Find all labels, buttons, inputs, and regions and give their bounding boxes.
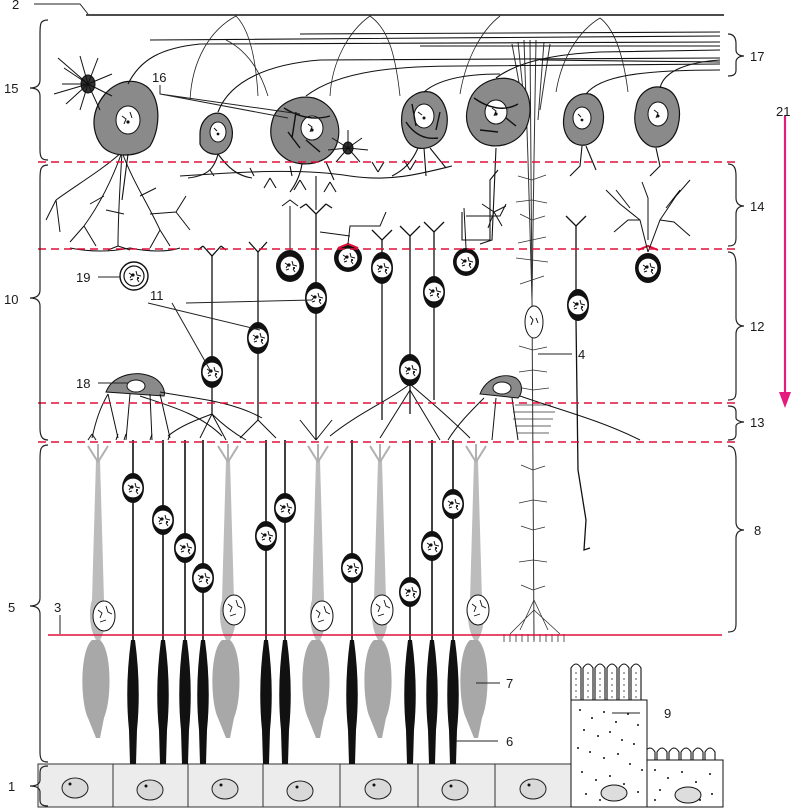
label-8: 8 xyxy=(754,523,761,538)
epithelium-inset xyxy=(571,664,723,807)
label-3: 3 xyxy=(54,600,61,615)
ganglion-cells xyxy=(94,16,720,244)
horizontal-cells xyxy=(88,374,640,440)
label-16: 16 xyxy=(152,70,166,85)
label-13: 13 xyxy=(750,415,764,430)
label-17: 17 xyxy=(750,49,764,64)
label-2: 2 xyxy=(12,0,19,12)
label-18: 18 xyxy=(76,376,90,391)
rod-nuclei xyxy=(122,473,464,607)
direction-arrow xyxy=(779,116,791,408)
label-6: 6 xyxy=(506,734,513,749)
label-14: 14 xyxy=(750,199,764,214)
label-11: 11 xyxy=(150,288,164,303)
pigment-epithelium xyxy=(38,764,573,807)
label-4: 4 xyxy=(578,347,585,362)
bipolar-axon-terminals xyxy=(168,384,470,440)
label-5: 5 xyxy=(8,600,15,615)
label-15: 15 xyxy=(4,81,18,96)
connecting-fibres xyxy=(180,160,498,240)
label-1: 1 xyxy=(8,779,15,794)
cone-nuclei xyxy=(93,595,489,631)
label-7: 7 xyxy=(506,676,513,691)
dendritic-tree xyxy=(46,152,190,250)
rods xyxy=(127,640,458,764)
cone-pedicles xyxy=(88,444,486,462)
label-10: 10 xyxy=(4,292,18,307)
label-19: 19 xyxy=(76,270,90,285)
label-21: 21 xyxy=(776,104,790,119)
label-12: 12 xyxy=(750,319,764,334)
label-9: 9 xyxy=(664,706,671,721)
